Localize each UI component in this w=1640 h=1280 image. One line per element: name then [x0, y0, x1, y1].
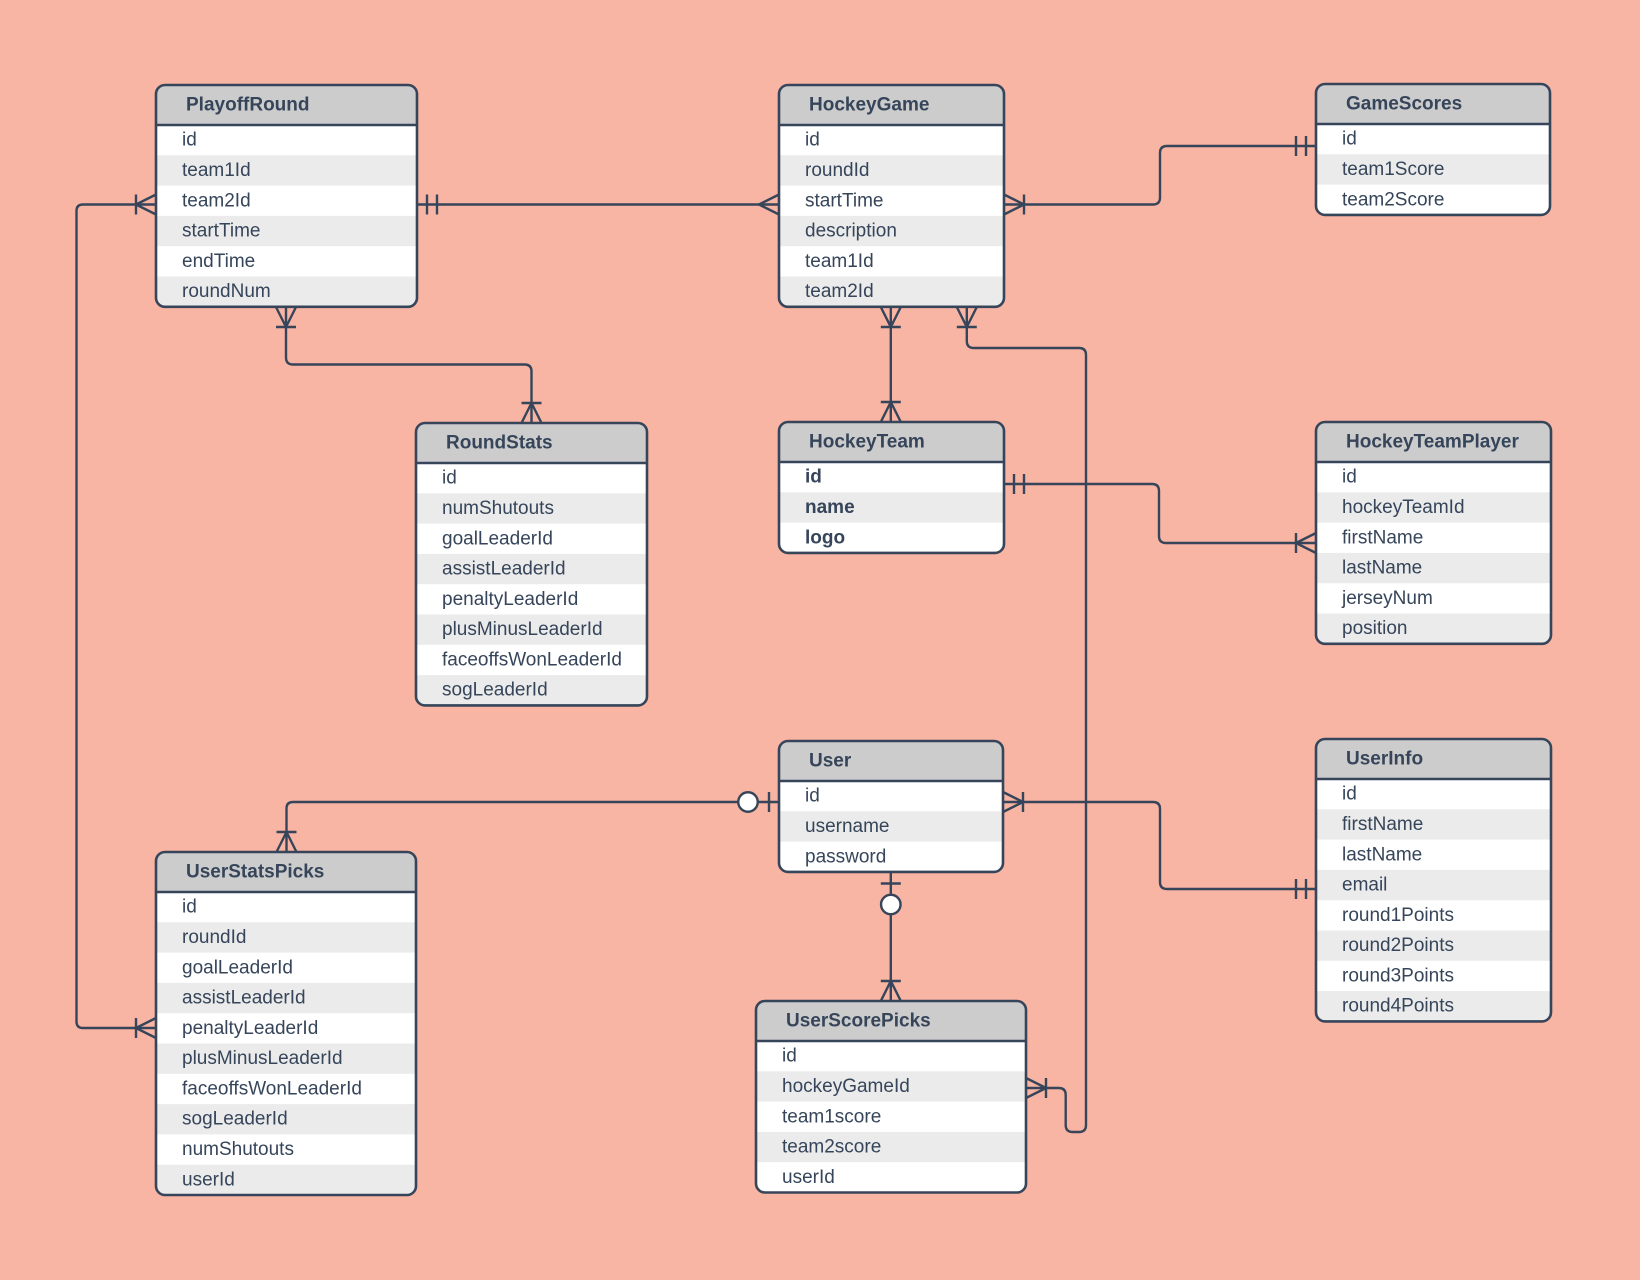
svg-text:id: id	[782, 1046, 797, 1067]
svg-text:roundId: roundId	[182, 927, 246, 948]
svg-text:email: email	[1342, 875, 1387, 896]
svg-text:plusMinusLeaderId: plusMinusLeaderId	[442, 619, 603, 640]
svg-text:RoundStats: RoundStats	[446, 433, 553, 454]
svg-text:userId: userId	[182, 1169, 235, 1190]
svg-text:hockeyTeamId: hockeyTeamId	[1342, 497, 1465, 518]
svg-text:round2Points: round2Points	[1342, 935, 1454, 956]
svg-text:description: description	[805, 221, 897, 242]
svg-text:jerseyNum: jerseyNum	[1341, 588, 1433, 609]
svg-text:id: id	[1342, 129, 1357, 150]
svg-text:assistLeaderId: assistLeaderId	[442, 559, 566, 580]
svg-text:penaltyLeaderId: penaltyLeaderId	[182, 1018, 318, 1039]
svg-text:id: id	[442, 468, 457, 489]
svg-text:sogLeaderId: sogLeaderId	[182, 1109, 288, 1130]
svg-text:team2Id: team2Id	[805, 281, 874, 302]
svg-text:numShutouts: numShutouts	[442, 498, 554, 519]
svg-text:faceoffsWonLeaderId: faceoffsWonLeaderId	[442, 649, 622, 670]
svg-text:HockeyGame: HockeyGame	[809, 95, 929, 116]
svg-text:endTime: endTime	[182, 251, 255, 272]
svg-text:hockeyGameId: hockeyGameId	[782, 1076, 910, 1097]
svg-text:UserInfo: UserInfo	[1346, 749, 1423, 770]
svg-text:password: password	[805, 846, 886, 867]
svg-text:team2score: team2score	[782, 1137, 881, 1158]
svg-text:team1Score: team1Score	[1342, 159, 1444, 180]
svg-text:numShutouts: numShutouts	[182, 1139, 294, 1160]
svg-text:lastName: lastName	[1342, 844, 1422, 865]
svg-text:faceoffsWonLeaderId: faceoffsWonLeaderId	[182, 1079, 362, 1100]
svg-text:id: id	[1342, 784, 1357, 805]
svg-text:User: User	[809, 751, 852, 772]
svg-text:id: id	[1342, 467, 1357, 488]
svg-text:sogLeaderId: sogLeaderId	[442, 680, 548, 701]
svg-text:startTime: startTime	[805, 190, 883, 211]
svg-text:penaltyLeaderId: penaltyLeaderId	[442, 589, 578, 610]
svg-text:HockeyTeamPlayer: HockeyTeamPlayer	[1346, 432, 1519, 453]
svg-text:team1Id: team1Id	[805, 251, 874, 272]
svg-text:assistLeaderId: assistLeaderId	[182, 988, 306, 1009]
svg-text:GameScores: GameScores	[1346, 94, 1462, 115]
svg-text:goalLeaderId: goalLeaderId	[442, 528, 553, 549]
svg-text:firstName: firstName	[1342, 814, 1423, 835]
svg-text:round3Points: round3Points	[1342, 965, 1454, 986]
svg-text:firstName: firstName	[1342, 527, 1423, 548]
svg-text:team1score: team1score	[782, 1106, 881, 1127]
svg-text:id: id	[805, 786, 820, 807]
svg-text:team2Id: team2Id	[182, 190, 251, 211]
svg-text:name: name	[805, 497, 855, 518]
svg-text:username: username	[805, 816, 890, 837]
svg-text:roundId: roundId	[805, 160, 869, 181]
svg-text:team2Score: team2Score	[1342, 189, 1444, 210]
svg-text:PlayoffRound: PlayoffRound	[186, 95, 310, 116]
svg-text:startTime: startTime	[182, 221, 260, 242]
svg-text:UserStatsPicks: UserStatsPicks	[186, 862, 324, 883]
svg-text:position: position	[1342, 618, 1408, 639]
svg-text:roundNum: roundNum	[182, 281, 271, 302]
svg-text:UserScorePicks: UserScorePicks	[786, 1011, 931, 1032]
svg-text:lastName: lastName	[1342, 558, 1422, 579]
svg-text:goalLeaderId: goalLeaderId	[182, 957, 293, 978]
svg-text:userId: userId	[782, 1167, 835, 1188]
svg-text:id: id	[182, 130, 197, 151]
svg-text:round1Points: round1Points	[1342, 905, 1454, 926]
svg-text:round4Points: round4Points	[1342, 996, 1454, 1017]
svg-text:team1Id: team1Id	[182, 160, 251, 181]
svg-text:id: id	[805, 467, 822, 488]
svg-text:logo: logo	[805, 527, 845, 548]
svg-text:id: id	[805, 130, 820, 151]
svg-text:plusMinusLeaderId: plusMinusLeaderId	[182, 1048, 343, 1069]
svg-text:id: id	[182, 897, 197, 918]
svg-text:HockeyTeam: HockeyTeam	[809, 432, 925, 453]
